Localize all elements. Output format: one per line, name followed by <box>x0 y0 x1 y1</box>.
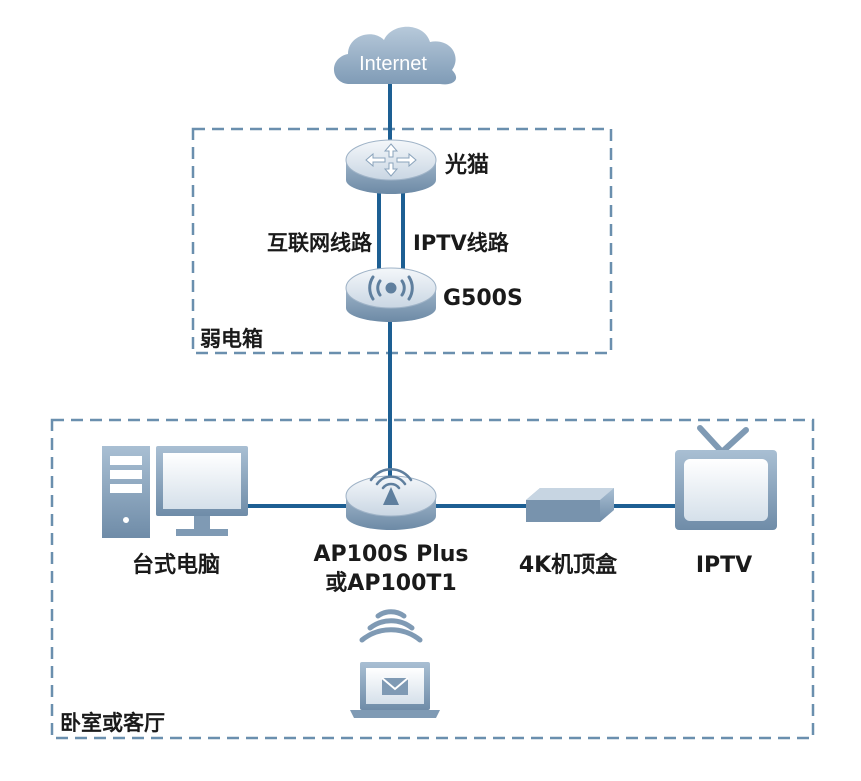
distribution-box-label: 弱电箱 <box>200 327 263 351</box>
internet-label: Internet <box>359 53 427 75</box>
wifi-signal-icon <box>359 609 423 643</box>
set-top-box-icon <box>526 488 614 522</box>
cloud-icon: Internet <box>333 26 457 85</box>
room-zone <box>50 418 815 740</box>
distribution-box-zone <box>191 127 613 355</box>
router-wifi-icon <box>345 267 437 322</box>
room-label: 卧室或客厅 <box>60 711 165 735</box>
ap-label-line2: 或AP100T1 <box>325 570 456 596</box>
router-arrows-icon <box>345 139 437 194</box>
laptop-icon <box>350 662 440 718</box>
internet-line-label: 互联网线路 <box>267 231 373 255</box>
modem-label: 光猫 <box>444 153 489 178</box>
settop-label: 4K机顶盒 <box>519 552 618 578</box>
tv-icon <box>675 425 777 530</box>
gateway-label: G500S <box>443 286 523 311</box>
ap-label-line1: AP100S Plus <box>314 542 469 567</box>
ceiling-ap-icon <box>345 468 437 530</box>
desktop-label: 台式电脑 <box>132 552 220 578</box>
iptv-line-label: IPTV线路 <box>413 231 510 255</box>
tv-label: IPTV <box>696 553 752 578</box>
desktop-pc-icon <box>102 446 248 538</box>
